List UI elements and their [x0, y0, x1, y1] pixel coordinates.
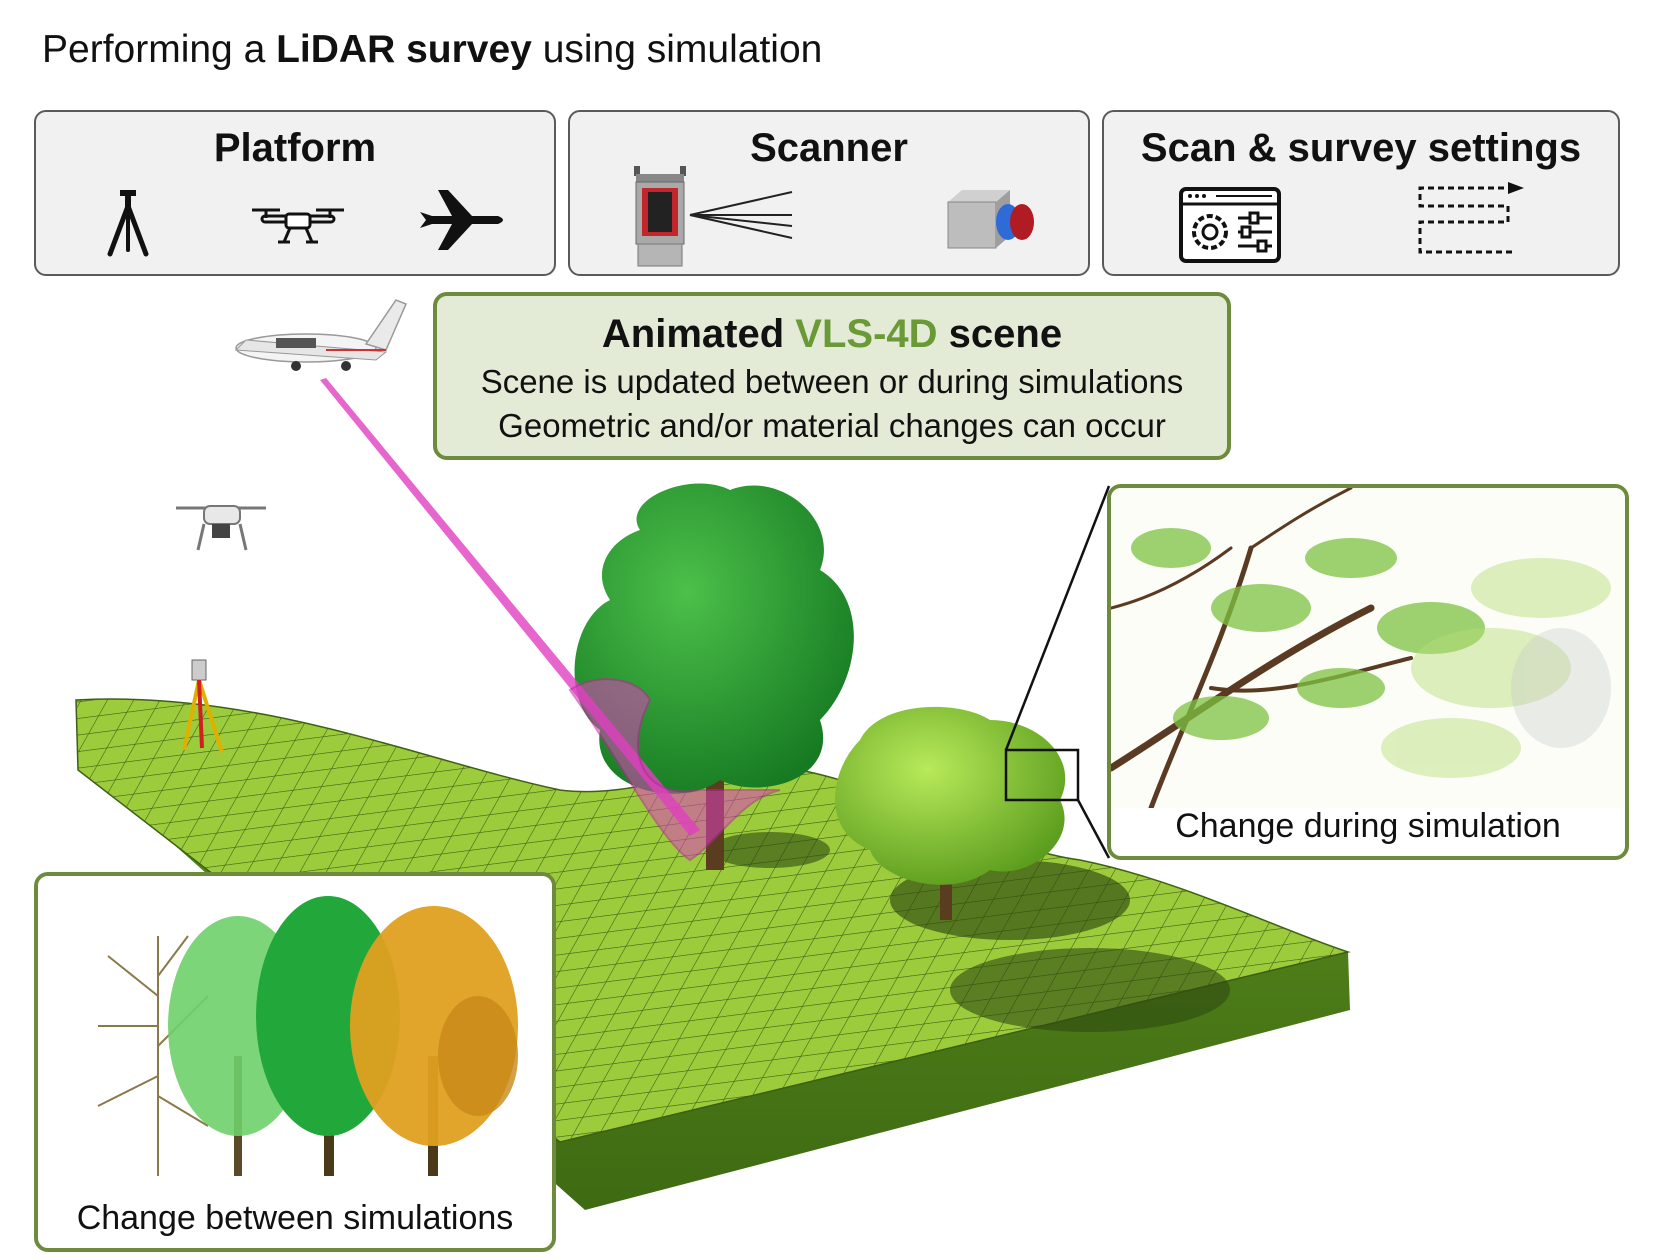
tree-large: [574, 483, 854, 794]
lidar-scanner-icon: [634, 166, 686, 267]
scene-box-title: Animated VLS-4D scene: [601, 312, 1063, 356]
tripod-icon: [107, 190, 149, 257]
scene-box-line-2: Geometric and/or material changes can oc…: [498, 407, 1166, 444]
aircraft: [234, 299, 407, 371]
inset-between-caption: Change between simulations: [76, 1199, 514, 1237]
tree-light: [835, 706, 1066, 885]
settings-panel: Scan & survey settings: [1102, 110, 1620, 276]
scene-info-box: Animated VLS-4D scene Scene is updated b…: [433, 292, 1231, 460]
inset-during-caption: Change during simulation: [1175, 807, 1561, 845]
platform-panel: Platform: [34, 110, 556, 276]
airplane-icon: [420, 190, 503, 250]
drone: [176, 505, 266, 551]
laser-beams-icon: [689, 191, 793, 239]
settings-window-icon: [1179, 187, 1281, 263]
zoom-rectangle: [1004, 748, 1080, 802]
scanner-device-icon: [947, 190, 1034, 249]
drone-icon: [252, 208, 344, 244]
beam-footprint: [568, 678, 781, 862]
settings-title: Scan & survey settings: [1140, 126, 1582, 170]
flight-path-icon: [1418, 182, 1524, 254]
terrain-side: [78, 700, 1350, 1210]
scanner-title: Scanner: [750, 126, 908, 170]
page-title: Performing a LiDAR survey using simulati…: [42, 28, 823, 71]
moving-branches-image: [1111, 488, 1625, 808]
inset-change-during: Change during simulation: [1107, 484, 1629, 860]
scanner-panel: Scanner: [568, 110, 1090, 276]
scene-box-line-1: Scene is updated between or during simul…: [480, 363, 1184, 400]
tls-tripod: [182, 659, 224, 753]
inset-change-between: Change between simulations: [34, 872, 556, 1252]
tree-variants-image: [38, 876, 552, 1196]
platform-title: Platform: [213, 126, 377, 170]
